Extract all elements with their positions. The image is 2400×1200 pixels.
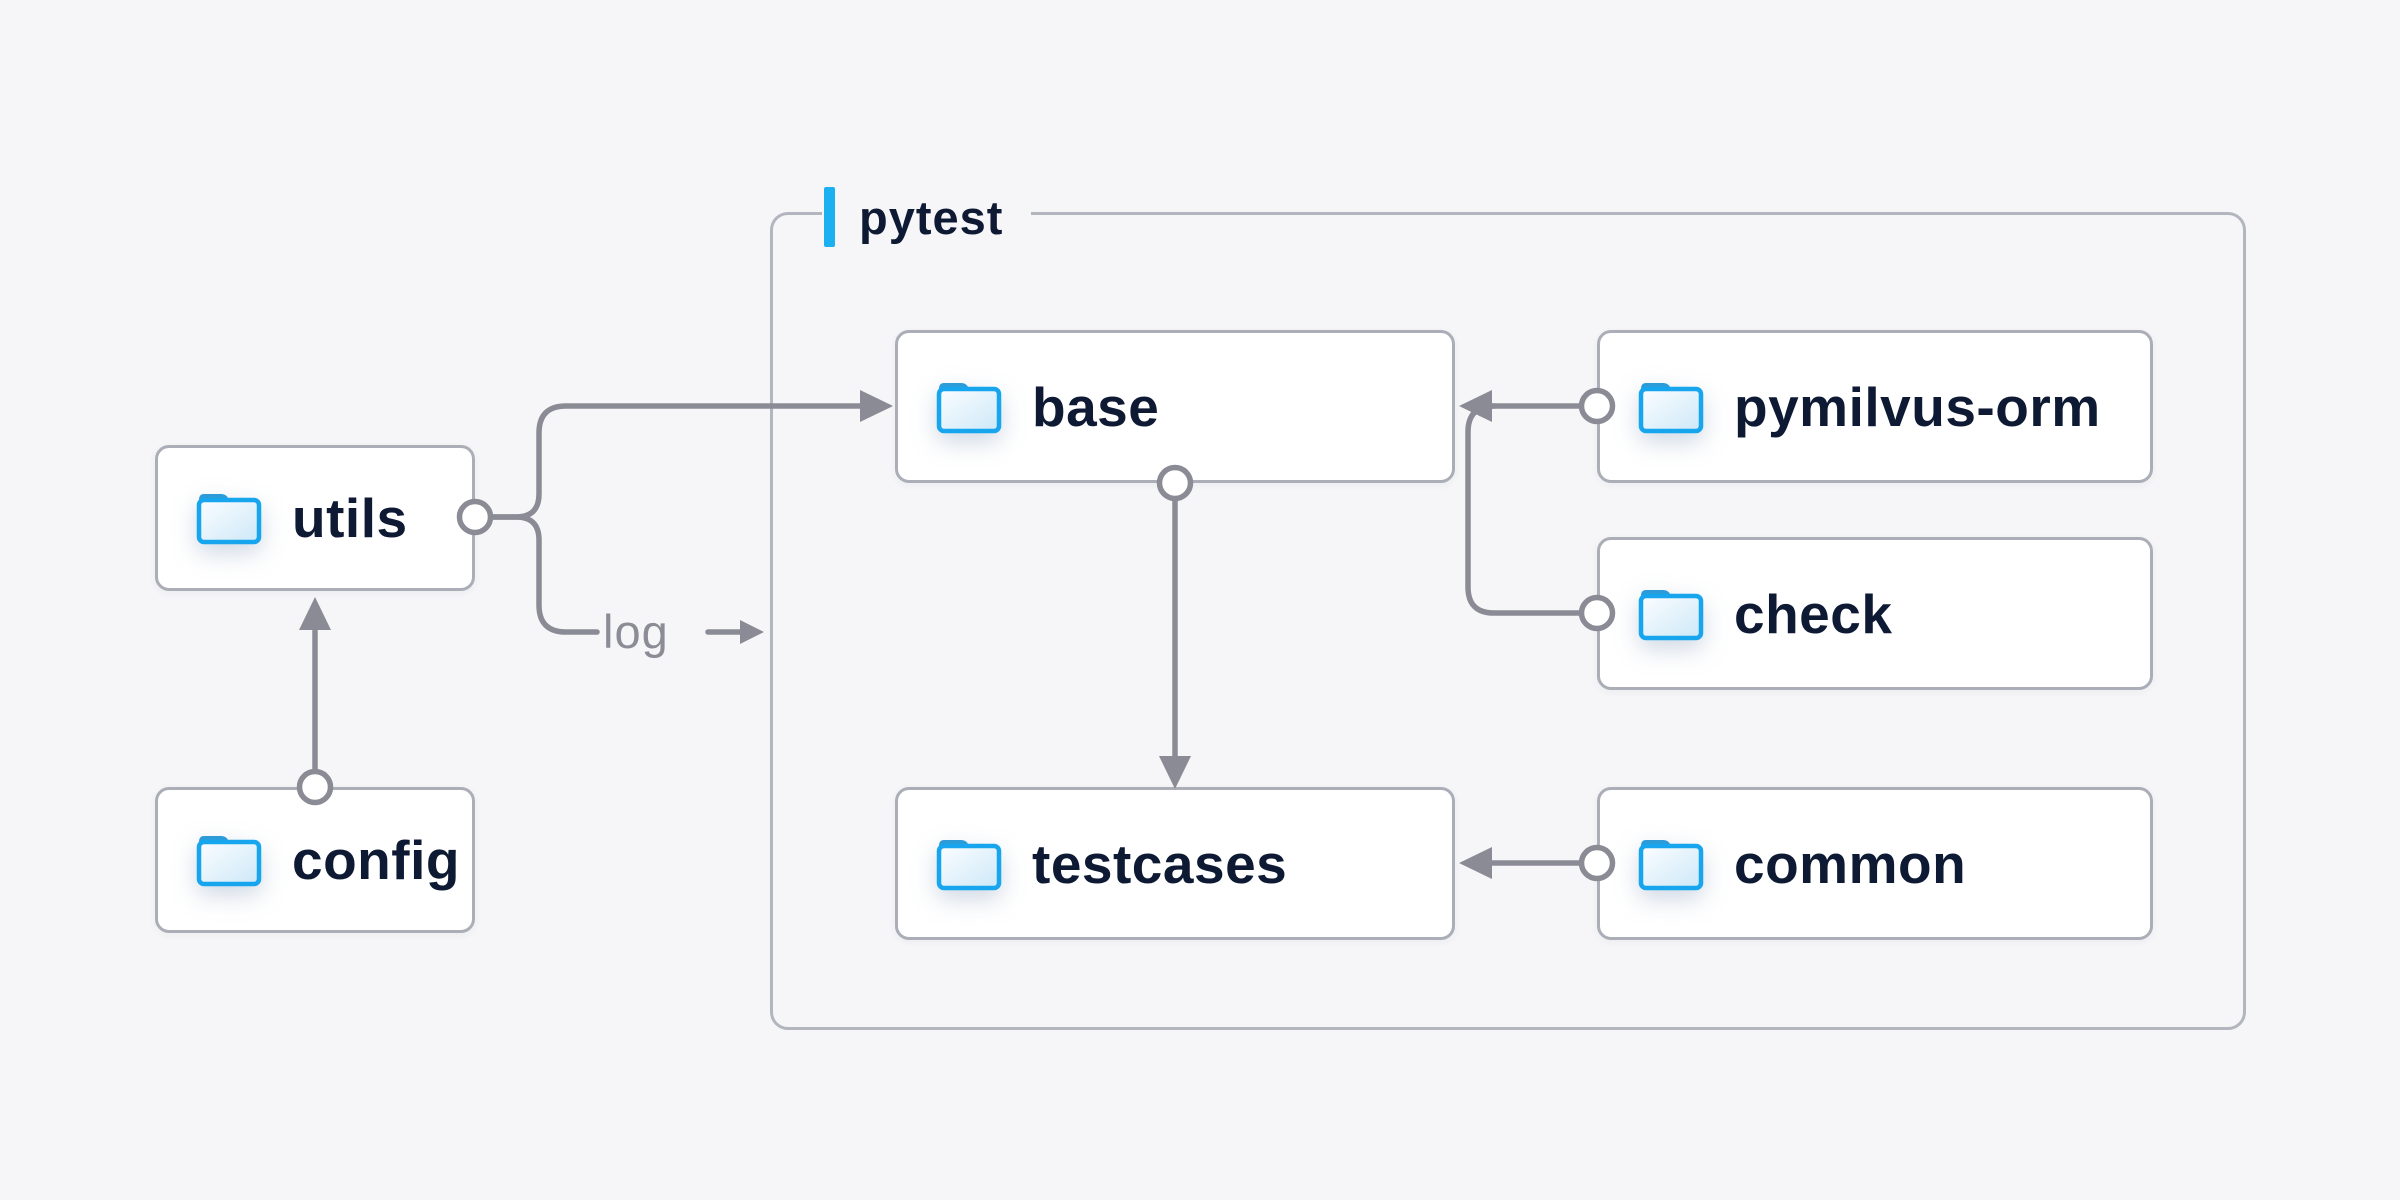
node-pymilvus-orm: pymilvus-orm [1597, 330, 2153, 483]
folder-icon [196, 833, 262, 887]
node-label: pymilvus-orm [1734, 375, 2101, 438]
arrowhead-into-utils [299, 597, 331, 630]
edge-label-log: log [603, 605, 669, 658]
node-check: check [1597, 537, 2153, 690]
group-pytest-label: pytest [822, 186, 1032, 248]
accent-bar [824, 187, 835, 247]
node-utils: utils [155, 445, 475, 591]
node-label: base [1032, 375, 1160, 438]
log-arrowhead [740, 620, 764, 644]
node-config: config [155, 787, 475, 933]
folder-icon [1638, 587, 1704, 641]
node-label: config [292, 829, 460, 891]
node-testcases: testcases [895, 787, 1455, 940]
node-label: check [1734, 582, 1893, 645]
folder-icon [196, 491, 262, 545]
folder-icon [936, 837, 1002, 891]
node-common: common [1597, 787, 2153, 940]
node-label: utils [292, 487, 408, 549]
edge-utils-log [488, 514, 600, 635]
folder-icon [936, 380, 1002, 434]
folder-icon [1638, 380, 1704, 434]
node-base: base [895, 330, 1455, 483]
group-pytest [770, 212, 2246, 1030]
node-label: testcases [1032, 832, 1288, 895]
folder-icon [1638, 837, 1704, 891]
group-title: pytest [859, 190, 1004, 244]
node-label: common [1734, 832, 1967, 895]
